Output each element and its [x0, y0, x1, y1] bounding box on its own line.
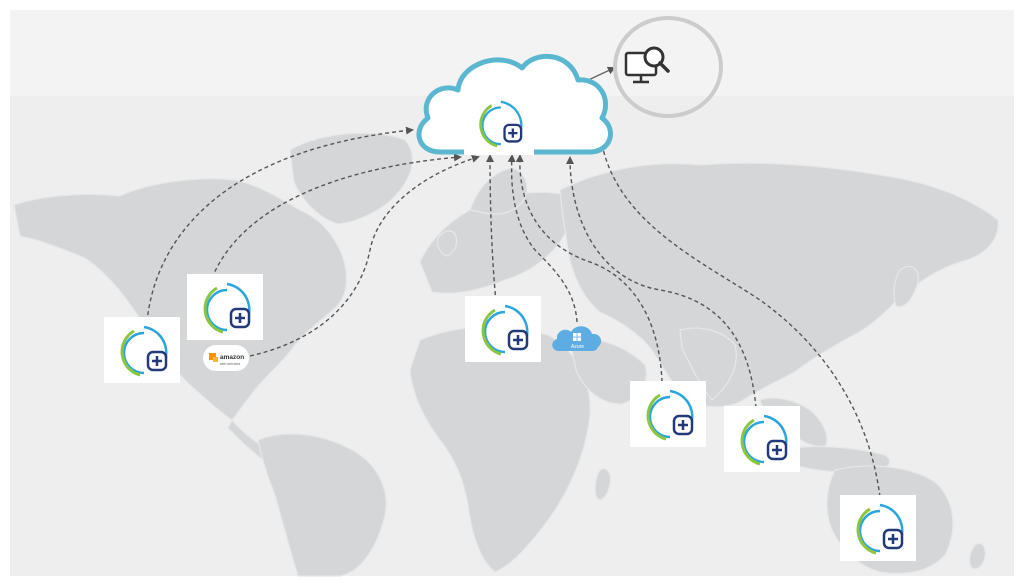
arrow-europe-to-cloud [486, 154, 497, 303]
health-plus-logo-icon [646, 389, 694, 441]
aws-logo-icon [209, 353, 218, 362]
monitor-ring [613, 16, 723, 118]
map-new-zealand [969, 542, 986, 570]
aws-badge: amazon web services [203, 345, 249, 371]
aws-sublabel: web services [220, 362, 240, 366]
arrow-azure-to-cloud [507, 154, 578, 323]
health-plus-logo-icon [856, 503, 904, 555]
map-uk [436, 230, 458, 257]
site-node-middle-east [630, 381, 706, 447]
health-plus-logo-icon [203, 282, 251, 334]
site-node-east-north-america [187, 274, 263, 340]
map-north-america [13, 178, 348, 421]
map-south-america [257, 433, 387, 577]
map-madagascar [594, 468, 611, 501]
map-japan [893, 265, 919, 308]
map-greenland [289, 132, 414, 225]
arrow-aws-to-cloud [249, 154, 480, 357]
arrow-south-asia-to-cloud [566, 156, 757, 409]
site-node-europe [465, 296, 541, 362]
world-map [13, 132, 999, 577]
monitor-magnifier-icon [624, 46, 670, 84]
health-plus-logo-icon [481, 304, 529, 356]
arrow-east-na-to-cloud [211, 153, 462, 279]
map-scandinavia [469, 167, 528, 215]
site-node-australia [840, 495, 916, 561]
azure-cloud-icon [552, 326, 602, 351]
aws-label: amazon [220, 354, 244, 361]
health-plus-logo-icon [479, 100, 523, 148]
map-india [679, 327, 737, 401]
central-health-plus-logo [464, 91, 534, 155]
site-node-south-asia [724, 406, 800, 472]
monitoring-node [612, 15, 724, 119]
azure-badge: Azure [549, 322, 605, 354]
arrow-middle-east-to-cloud [515, 154, 663, 383]
azure-label: Azure [571, 344, 584, 350]
site-node-west-north-america [104, 317, 180, 383]
health-plus-logo-icon [120, 325, 168, 377]
health-plus-logo-icon [740, 414, 788, 466]
map-asia [559, 162, 999, 408]
map-africa [409, 326, 591, 573]
